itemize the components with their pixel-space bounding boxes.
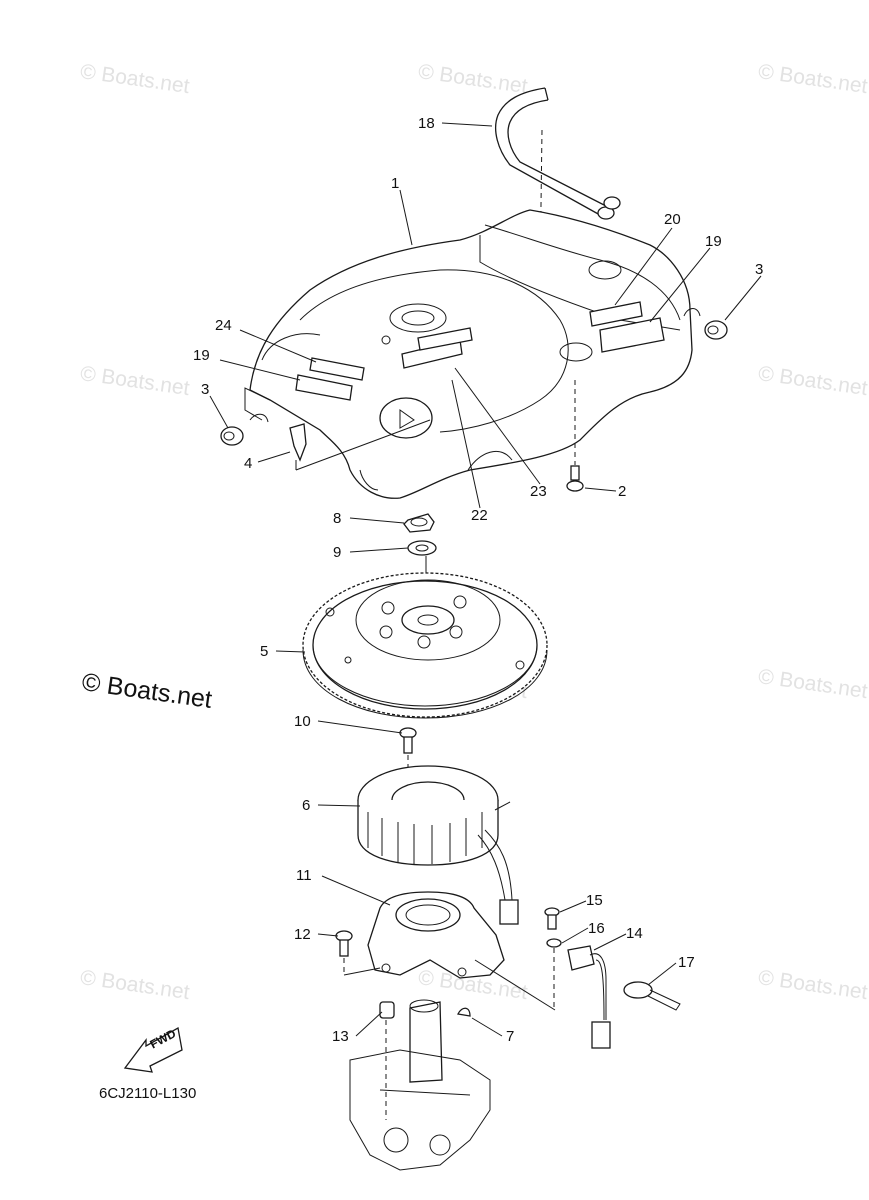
leader-lines — [209, 122, 762, 1037]
part-2-bolt — [566, 380, 584, 492]
callout-2: 2 — [618, 483, 627, 500]
callout-14: 14 — [626, 925, 643, 942]
part-17-band — [623, 981, 681, 1011]
part-13-dowel — [379, 1001, 395, 1120]
part-16-washer — [546, 938, 562, 1010]
callout-3-left: 3 — [201, 381, 210, 398]
part-8-nut — [403, 513, 435, 533]
part-18-tube — [495, 87, 621, 281]
part-10-bolt — [399, 727, 417, 800]
callout-20: 19 — [193, 347, 210, 364]
callout-1: 1 — [391, 175, 400, 192]
callout-15: 15 — [586, 892, 603, 909]
callout-18: 18 — [418, 115, 435, 132]
callout-12: 12 — [294, 926, 311, 943]
callout-13: 13 — [332, 1028, 349, 1045]
fwd-arrow-icon — [123, 1026, 183, 1073]
callout-19: 19 — [705, 233, 722, 250]
part-7-key — [457, 1007, 471, 1017]
part-15-bolt — [544, 907, 560, 930]
crankcase-block — [349, 999, 491, 1171]
callout-23: 23 — [530, 483, 547, 500]
part-3-grommet-right — [683, 308, 728, 340]
callout-8: 8 — [333, 510, 342, 527]
callout-24: 24 — [215, 317, 232, 334]
callout-17: 17 — [678, 954, 695, 971]
diagram-code: 6CJ2110-L130 — [99, 1085, 197, 1102]
part-14-pulser-coil — [567, 945, 611, 1049]
part-1-flywheel-cover — [244, 209, 693, 499]
callout-11: 11 — [296, 867, 312, 884]
part-11-base-plate — [367, 891, 556, 1011]
part-5-flywheel — [302, 572, 548, 719]
callout-6: 6 — [302, 797, 311, 814]
part-6-stator — [357, 765, 519, 925]
callout-3-right: 3 — [755, 261, 764, 278]
callout-5: 5 — [260, 643, 269, 660]
callout-21: 20 — [664, 211, 681, 228]
callout-9: 9 — [333, 544, 342, 561]
part-3-grommet-left — [220, 413, 269, 446]
callout-4: 4 — [244, 455, 253, 472]
part-9-washer — [407, 540, 437, 556]
callout-10: 10 — [294, 713, 311, 730]
part-4-clip — [289, 419, 431, 471]
callout-22: 22 — [471, 507, 488, 524]
callout-7: 7 — [506, 1028, 515, 1045]
callout-16: 16 — [588, 920, 605, 937]
